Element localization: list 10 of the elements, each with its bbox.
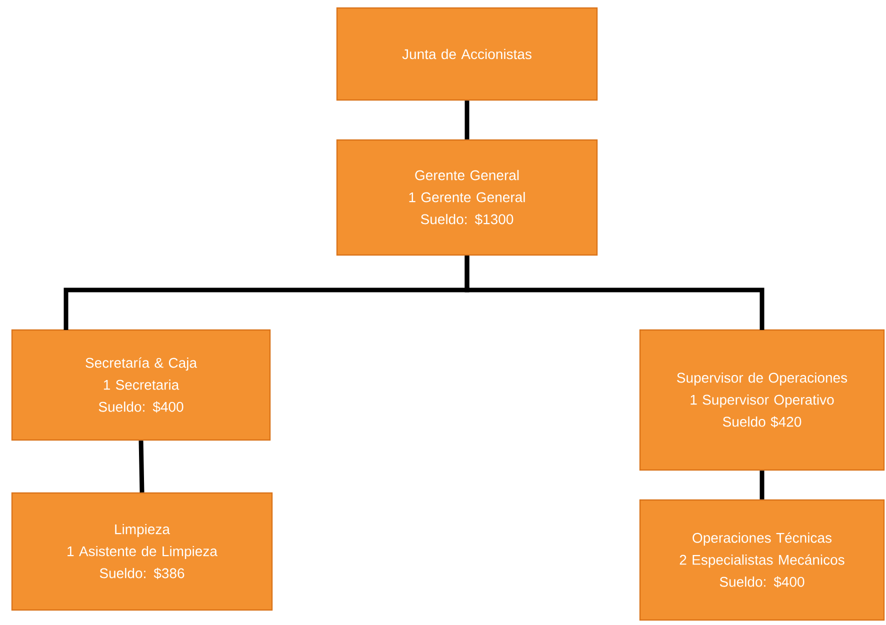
connector-line: [464, 256, 764, 330]
connector-line: [760, 470, 764, 500]
position-box: Junta de Accionistas: [336, 7, 598, 101]
position-box: Secretaría & Caja 1 Secretaria Sueldo: $400: [11, 329, 271, 441]
connector-line: [464, 100, 470, 140]
position-box: Operaciones Técnicas 2 Especialistas Mecánicos Sueldo: $400: [639, 499, 885, 621]
position-box: Supervisor de Operaciones 1 Supervisor Operativo Sueldo $420: [639, 329, 885, 471]
connector-line: [138, 440, 144, 492]
position-box: Limpieza 1 Asistente de Limpieza Sueldo: $386: [11, 492, 273, 611]
position-box: Gerente General 1 Gerente General Sueldo: $1300: [336, 139, 598, 256]
